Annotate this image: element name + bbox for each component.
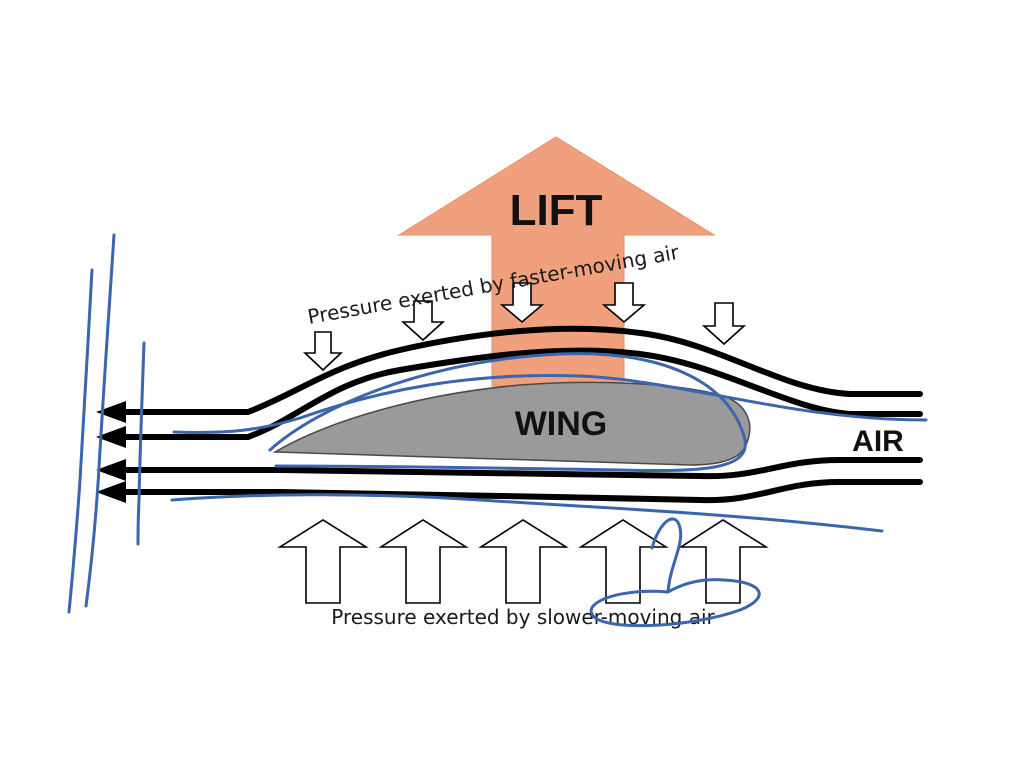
- lift-label: LIFT: [510, 186, 603, 235]
- down-arrow-5: [701, 302, 747, 346]
- arrowhead-1: [96, 401, 126, 423]
- ink-annotations: [67, 233, 928, 628]
- ink-loop-annotation: [589, 517, 761, 628]
- up-arrow-1: [277, 519, 369, 604]
- upward-pressure-arrows: [277, 519, 769, 604]
- ink-lower-flow-line: [170, 493, 884, 533]
- ink-wing-outline: [268, 352, 747, 473]
- downward-pressure-arrows: [302, 282, 747, 372]
- streamline-arrowheads: [96, 401, 126, 503]
- airflow-streamlines: [119, 325, 923, 504]
- arrowhead-3: [96, 459, 126, 481]
- streamline-1: [119, 325, 923, 415]
- ink-vertical-line-3: [136, 341, 146, 546]
- wing-label: WING: [515, 405, 608, 443]
- down-arrow-4: [601, 282, 647, 324]
- arrowhead-2: [96, 426, 126, 448]
- streamline-2: [119, 347, 923, 440]
- air-label: AIR: [852, 425, 904, 458]
- down-arrow-3: [499, 282, 545, 324]
- ink-vertical-line-2: [67, 268, 94, 614]
- arrowhead-4: [96, 481, 126, 503]
- streamline-3: [119, 457, 923, 480]
- up-arrow-4: [578, 519, 669, 604]
- up-arrow-2: [378, 519, 469, 604]
- wing-airfoil: [272, 381, 751, 466]
- up-arrow-3: [478, 519, 569, 604]
- down-arrow-2: [400, 300, 446, 342]
- ink-upper-flow-line: [172, 373, 928, 434]
- up-arrow-5: [678, 519, 769, 604]
- ink-vertical-line-1: [84, 233, 116, 608]
- down-arrow-1: [302, 331, 344, 372]
